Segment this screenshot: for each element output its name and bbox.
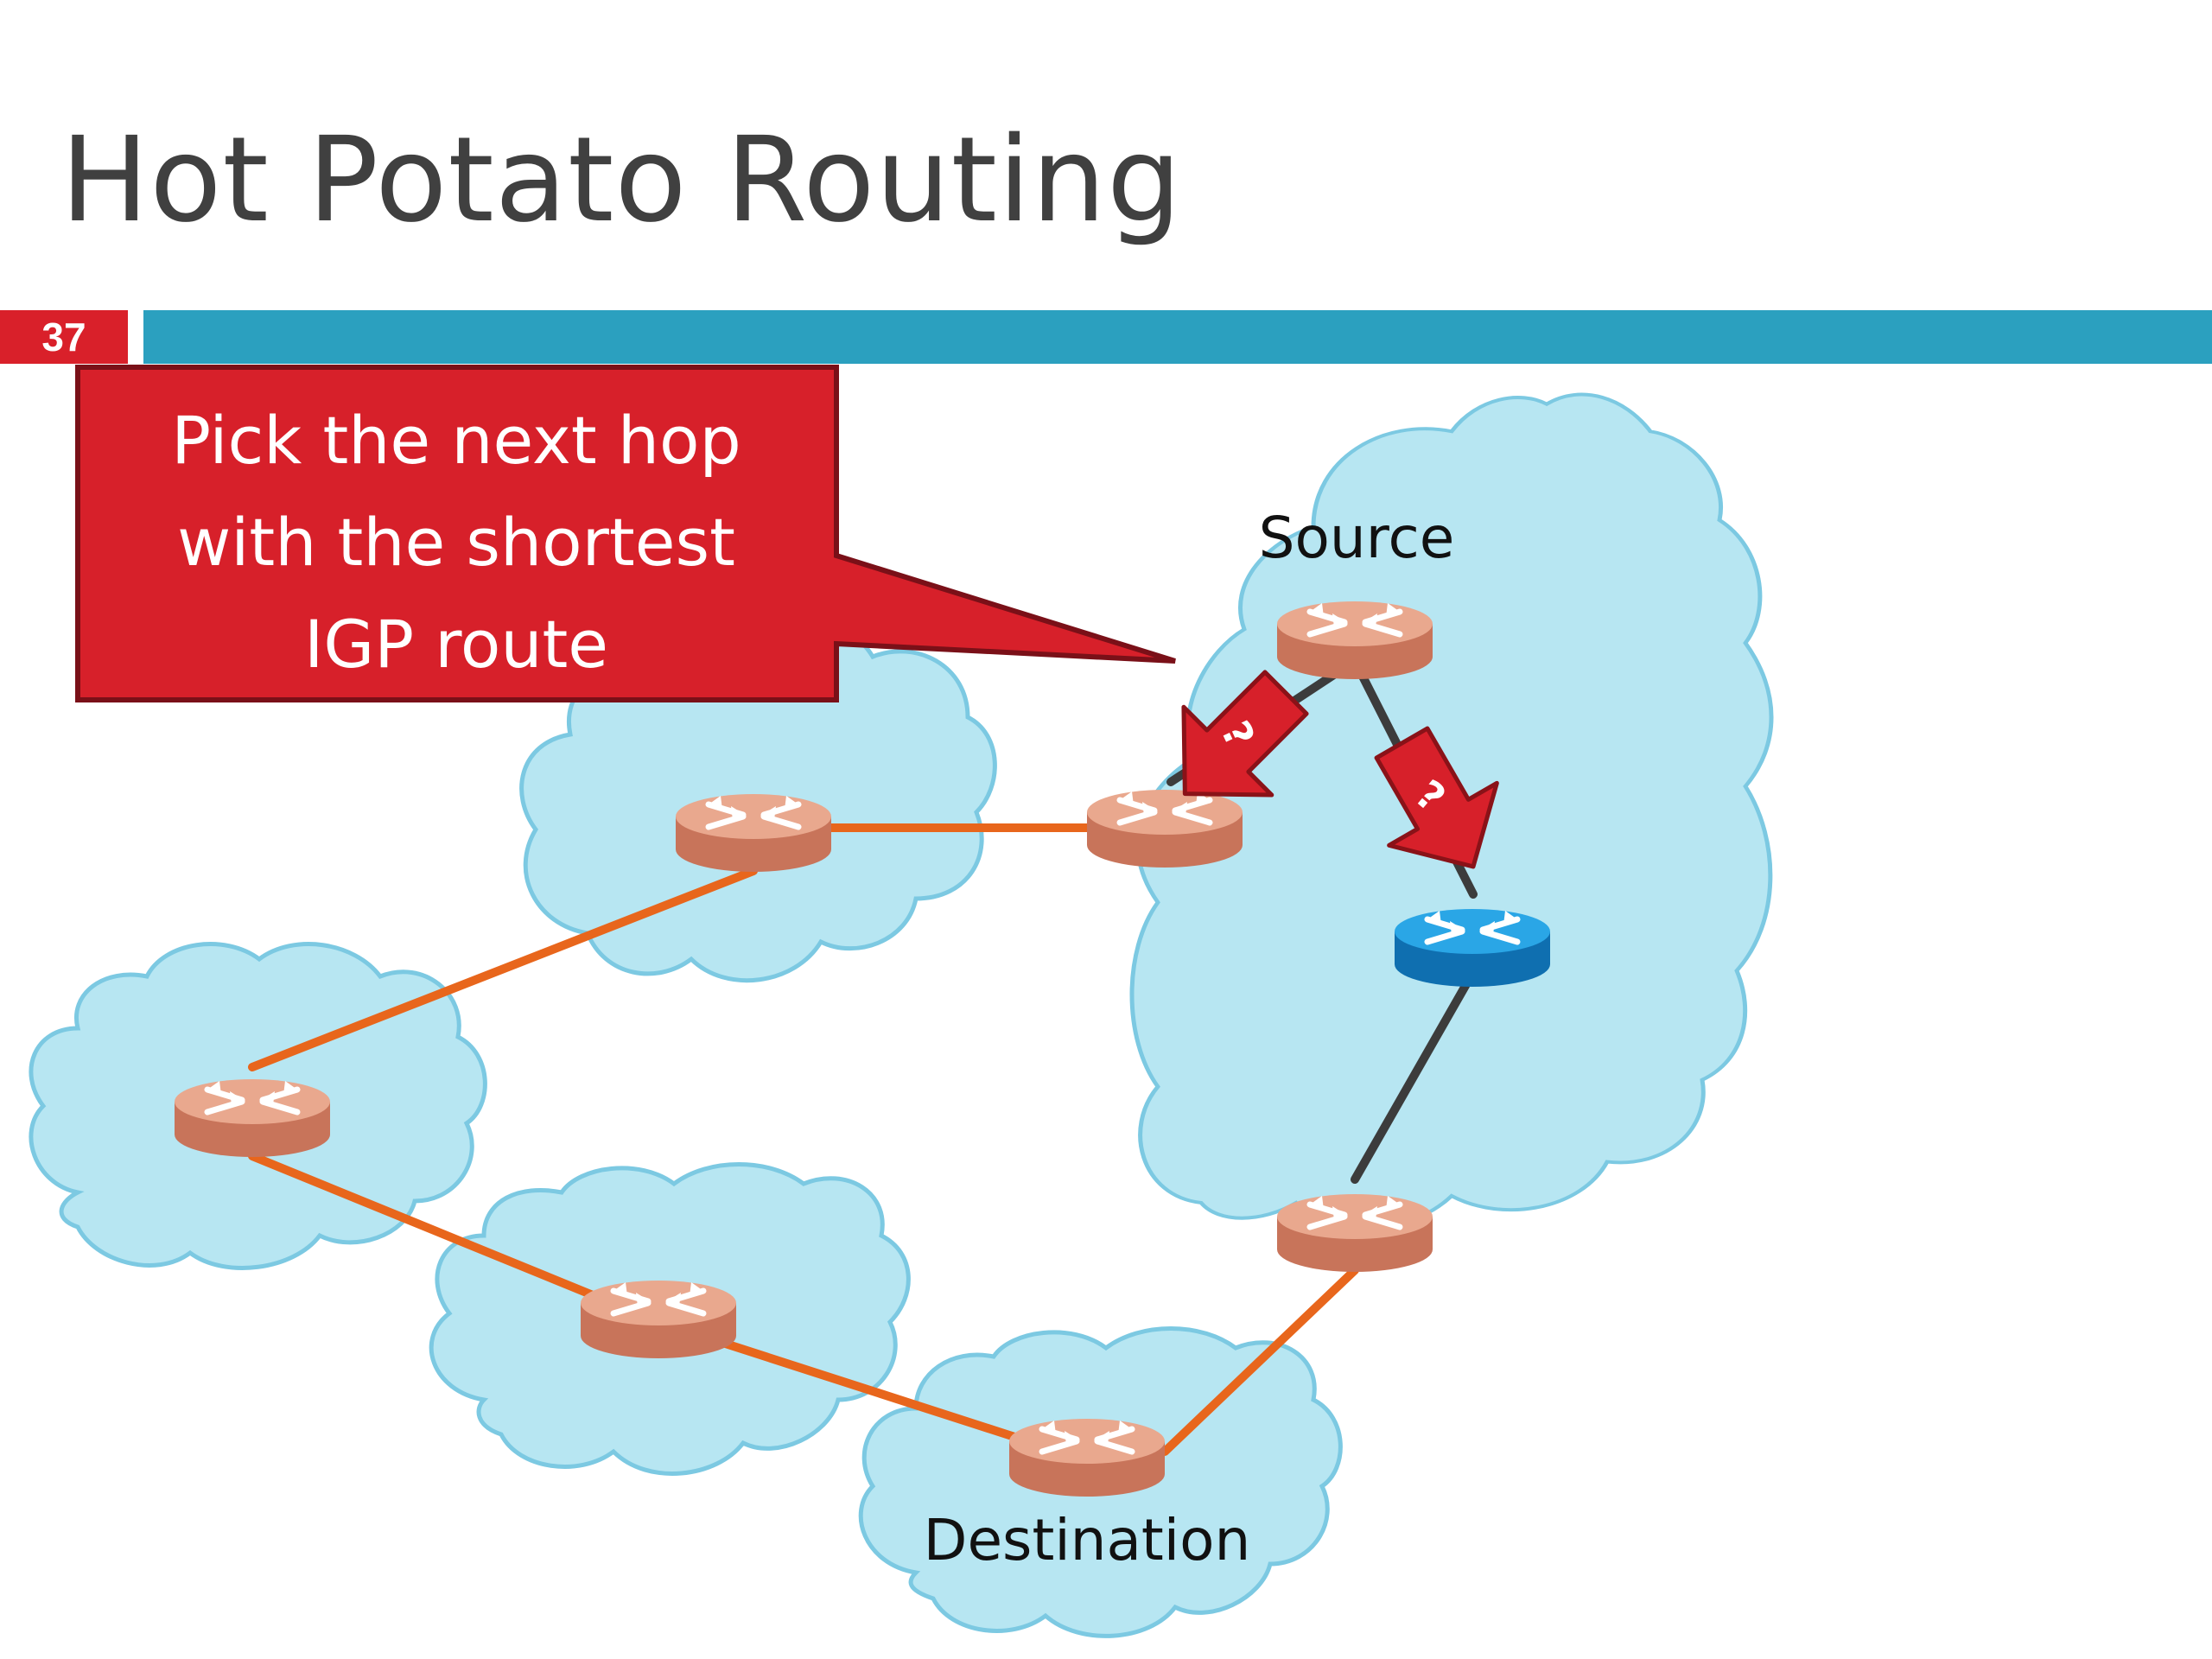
arrow-to-egress-right: ?: [1374, 726, 1499, 869]
arrow-to-egress-left: ?: [1181, 670, 1309, 798]
link-destination-bottom: [1160, 1266, 1359, 1456]
callout-line-3: IGP route: [304, 606, 608, 683]
router-icon: [1009, 1419, 1165, 1497]
router-icon: [1277, 1194, 1433, 1272]
destination-label: Destination: [924, 1507, 1251, 1573]
title-accent-bar: [143, 310, 2212, 364]
router-icon: [1395, 909, 1550, 987]
callout-shape: [75, 365, 1176, 702]
router-icon: [1087, 790, 1243, 868]
page-title: Hot Potato Routing: [60, 112, 1183, 249]
slide-number-badge: 37: [0, 310, 128, 364]
callout-line-1: Pick the next hop: [171, 402, 741, 479]
router-icon: [1277, 601, 1433, 679]
router-icon: [676, 794, 831, 872]
link-egress-right-bottom: [1351, 968, 1478, 1184]
source-label: Source: [1259, 505, 1455, 571]
router-icon: [175, 1079, 330, 1157]
callout: Pick the next hop with the shortest IGP …: [75, 365, 1176, 702]
routers: [175, 601, 1550, 1497]
router-icon: [581, 1281, 736, 1358]
link-upper-middle-far-left: [248, 867, 758, 1071]
callout-line-2: with the shortest: [177, 504, 735, 581]
